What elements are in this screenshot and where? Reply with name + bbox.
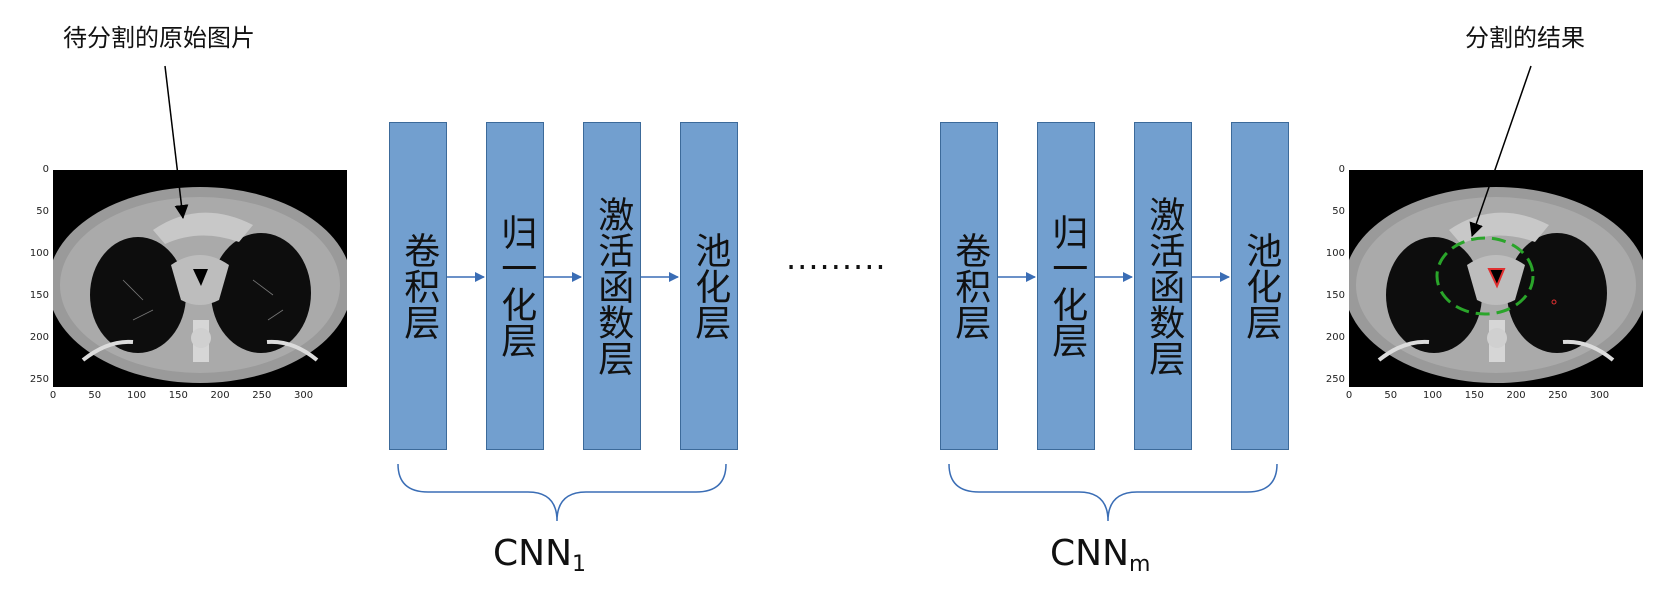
x-tick-label: 250 xyxy=(252,390,272,401)
block-label: 归一化层 xyxy=(495,214,537,358)
conv-layer-block: 卷积层 xyxy=(389,122,447,450)
y-tick-label: 100 xyxy=(29,248,49,260)
x-tick-label: 250 xyxy=(1548,390,1568,401)
ct-scan-picture xyxy=(53,170,347,387)
x-tick-label: 150 xyxy=(168,390,188,401)
x-tick-label: 300 xyxy=(294,390,314,401)
y-tick-label: 0 xyxy=(1338,164,1345,175)
x-tick-label: 200 xyxy=(1506,390,1526,401)
segmentation-contour xyxy=(1487,268,1506,289)
y-tick-label: 150 xyxy=(1325,290,1345,302)
cnn-group-1-label: CNN1 xyxy=(493,533,586,577)
result-ct-image xyxy=(1349,170,1643,387)
block-label: 卷积层 xyxy=(949,232,991,340)
activation-layer-block: 激活函数层 xyxy=(1134,122,1192,450)
block-label: 归一化层 xyxy=(1046,214,1088,358)
norm-layer-block: 归一化层 xyxy=(486,122,544,450)
y-tick-label: 150 xyxy=(29,290,49,302)
ct-scan-result-picture xyxy=(1349,170,1643,387)
x-tick-label: 150 xyxy=(1464,390,1484,401)
pooling-layer-block: 池化层 xyxy=(1231,122,1289,450)
y-tick-label: 250 xyxy=(1325,374,1345,386)
y-tick-label: 250 xyxy=(29,374,49,386)
x-tick-label: 50 xyxy=(1384,390,1398,401)
block-label: 卷积层 xyxy=(398,232,440,340)
block-label: 池化层 xyxy=(1240,232,1282,340)
x-tick-label: 50 xyxy=(88,390,102,401)
y-tick-label: 0 xyxy=(42,164,49,175)
block-label: 激活函数层 xyxy=(1143,196,1185,376)
input-ct-image xyxy=(53,170,347,387)
x-tick-label: 100 xyxy=(1422,390,1443,401)
y-tick-label: 100 xyxy=(1325,248,1345,260)
block-label: 池化层 xyxy=(689,232,731,340)
activation-layer-block: 激活函数层 xyxy=(583,122,641,450)
cnn-label-text: CNN xyxy=(1050,533,1129,574)
norm-layer-block: 归一化层 xyxy=(1037,122,1095,450)
highlight-circle xyxy=(1435,236,1535,316)
x-tick-label: 200 xyxy=(210,390,230,401)
input-image-caption: 待分割的原始图片 xyxy=(63,24,255,52)
x-tick-label: 0 xyxy=(49,390,57,401)
y-tick-label: 50 xyxy=(1332,206,1345,218)
cnn-group-1-brace xyxy=(397,463,727,522)
conv-layer-block: 卷积层 xyxy=(940,122,998,450)
cnn-group-m-brace xyxy=(948,463,1278,522)
result-image-caption: 分割的结果 xyxy=(1465,24,1585,52)
x-tick-label: 0 xyxy=(1345,390,1353,401)
ellipsis: ········· xyxy=(786,248,887,286)
cnn-group-m-label: CNNm xyxy=(1050,533,1150,577)
cnn-label-text: CNN xyxy=(493,533,572,574)
y-tick-label: 200 xyxy=(29,332,49,344)
cnn-label-subscript: 1 xyxy=(572,552,586,577)
block-label: 激活函数层 xyxy=(592,196,634,376)
x-tick-label: 100 xyxy=(126,390,147,401)
cnn-label-subscript: m xyxy=(1129,552,1151,577)
x-tick-label: 300 xyxy=(1590,390,1610,401)
y-tick-label: 200 xyxy=(1325,332,1345,344)
y-tick-label: 50 xyxy=(36,206,49,218)
pooling-layer-block: 池化层 xyxy=(680,122,738,450)
